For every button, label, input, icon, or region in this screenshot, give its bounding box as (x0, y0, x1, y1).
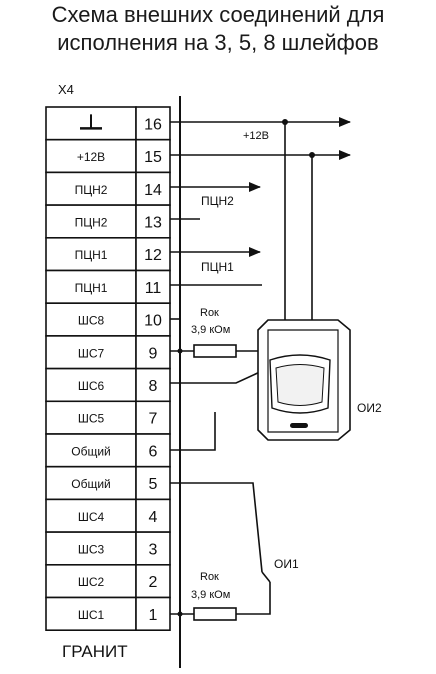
terminal-number: 6 (149, 443, 158, 460)
terminal-number-cell (135, 237, 171, 272)
oi1-lever (261, 571, 271, 583)
terminal-label: ШС1 (78, 608, 105, 622)
terminal-label-cell (45, 531, 137, 566)
resistor-top-label: Rок (200, 307, 219, 319)
terminal-row-15: 15 +12В (45, 138, 171, 174)
wire-label-plus12: +12В (243, 130, 269, 142)
detector-oi1-label: ОИ1 (274, 557, 299, 571)
terminal-row-16: 16 (45, 106, 171, 141)
terminal-row-11: 11 ПЦН1 (45, 269, 171, 305)
terminal-label: +12В (77, 150, 105, 164)
resistor-bottom-value: 3,9 кОм (191, 589, 230, 601)
diagram-title-line1: Схема внешних соединений для (51, 2, 385, 27)
terminal-number: 2 (149, 574, 158, 591)
terminal-number-cell (135, 138, 171, 174)
terminal-number-cell (135, 367, 171, 403)
junction-dot (177, 348, 183, 354)
wire-5 (170, 482, 263, 573)
terminal-number-cell (135, 106, 171, 141)
terminal-label-cell (45, 204, 137, 239)
wire-1-b (236, 582, 271, 615)
terminal-row-5: 5 Общий (45, 465, 171, 501)
terminal-label: ШС8 (78, 314, 105, 328)
terminal-label-cell (45, 596, 137, 632)
junction-dot (282, 119, 288, 125)
terminal-label: ШС3 (78, 542, 105, 556)
terminal-label: ПЦН2 (75, 215, 108, 229)
connector-name: X4 (58, 82, 74, 97)
terminal-row-7: 7 ШС5 (45, 400, 171, 435)
resistor-bottom (193, 607, 237, 621)
terminal-row-3: 3 ШС3 (45, 531, 171, 566)
terminal-label-cell (45, 269, 137, 305)
terminal-label: ШС2 (78, 575, 105, 589)
terminal-row-2: 2 ШС2 (45, 563, 171, 599)
junction-dot (177, 611, 183, 617)
terminal-number: 15 (144, 149, 162, 166)
terminal-number-cell (135, 171, 171, 206)
terminal-number: 9 (149, 345, 158, 362)
terminal-number: 1 (149, 607, 158, 624)
terminal-number: 14 (144, 182, 162, 199)
terminal-number: 7 (149, 411, 158, 428)
diagram-title-line2: исполнения на 3, 5, 8 шлейфов (57, 30, 379, 55)
terminal-label: ПЦН1 (75, 248, 108, 262)
terminal-number-cell (135, 302, 171, 337)
terminal-label: Общий (71, 444, 111, 458)
terminal-row-1: 1 ШС1 (45, 596, 171, 632)
terminal-row-9: 9 ШС7 (45, 335, 171, 370)
terminal-block: 1615+12В14ПЦН213ПЦН212ПЦН111ПЦН110ШС89ШС… (45, 106, 171, 632)
terminal-number: 16 (144, 116, 162, 133)
terminal-number-cell (135, 498, 171, 533)
terminal-row-14: 14 ПЦН2 (45, 171, 171, 206)
terminal-label: ПЦН2 (75, 183, 108, 197)
terminal-label-cell (45, 367, 137, 403)
terminal-label-cell (45, 465, 137, 501)
terminal-label-cell (45, 335, 137, 370)
terminal-label-cell (45, 498, 137, 533)
terminal-row-10: 10 ШС8 (45, 302, 171, 337)
wire-6-link (170, 412, 216, 451)
junction-dot (309, 152, 315, 158)
resistor-bottom-label: Rок (200, 571, 219, 583)
terminal-number: 10 (144, 313, 162, 330)
terminal-row-12: 12 ПЦН1 (45, 237, 171, 272)
terminal-number: 8 (149, 378, 158, 395)
terminal-row-4: 4 ШС4 (45, 498, 171, 533)
terminal-row-8: 8 ШС6 (45, 367, 171, 403)
ground-icon (80, 114, 102, 130)
connector-footer: ГРАНИТ (62, 642, 128, 661)
terminal-row-13: 13 ПЦН2 (45, 204, 171, 239)
wire-label-pcn2: ПЦН2 (201, 194, 234, 208)
terminal-number: 12 (144, 247, 162, 264)
wire-8 (170, 370, 263, 384)
terminal-label-cell (45, 563, 137, 599)
terminal-number: 3 (149, 541, 158, 558)
terminal-label: ПЦН1 (75, 281, 108, 295)
terminal-number: 4 (149, 509, 158, 526)
terminal-label: ШС4 (78, 510, 105, 524)
terminal-label: ШС5 (78, 412, 105, 426)
terminal-row-6: 6 Общий (45, 433, 171, 468)
terminal-number-cell (135, 204, 171, 239)
terminal-label: ШС6 (78, 379, 105, 393)
resistor-top (193, 344, 237, 358)
detector-oi2-label: ОИ2 (357, 401, 382, 415)
wire-label-pcn1: ПЦН1 (201, 260, 234, 274)
terminal-number-cell (135, 400, 171, 435)
terminal-number: 13 (144, 214, 162, 231)
terminal-label: Общий (71, 477, 111, 491)
terminal-label-cell (45, 400, 137, 435)
detector-oi2 (257, 319, 351, 441)
terminal-label: ШС7 (78, 346, 105, 360)
terminal-number: 11 (145, 280, 162, 297)
resistor-top-value: 3,9 кОм (191, 324, 230, 336)
terminal-number: 5 (149, 476, 158, 493)
